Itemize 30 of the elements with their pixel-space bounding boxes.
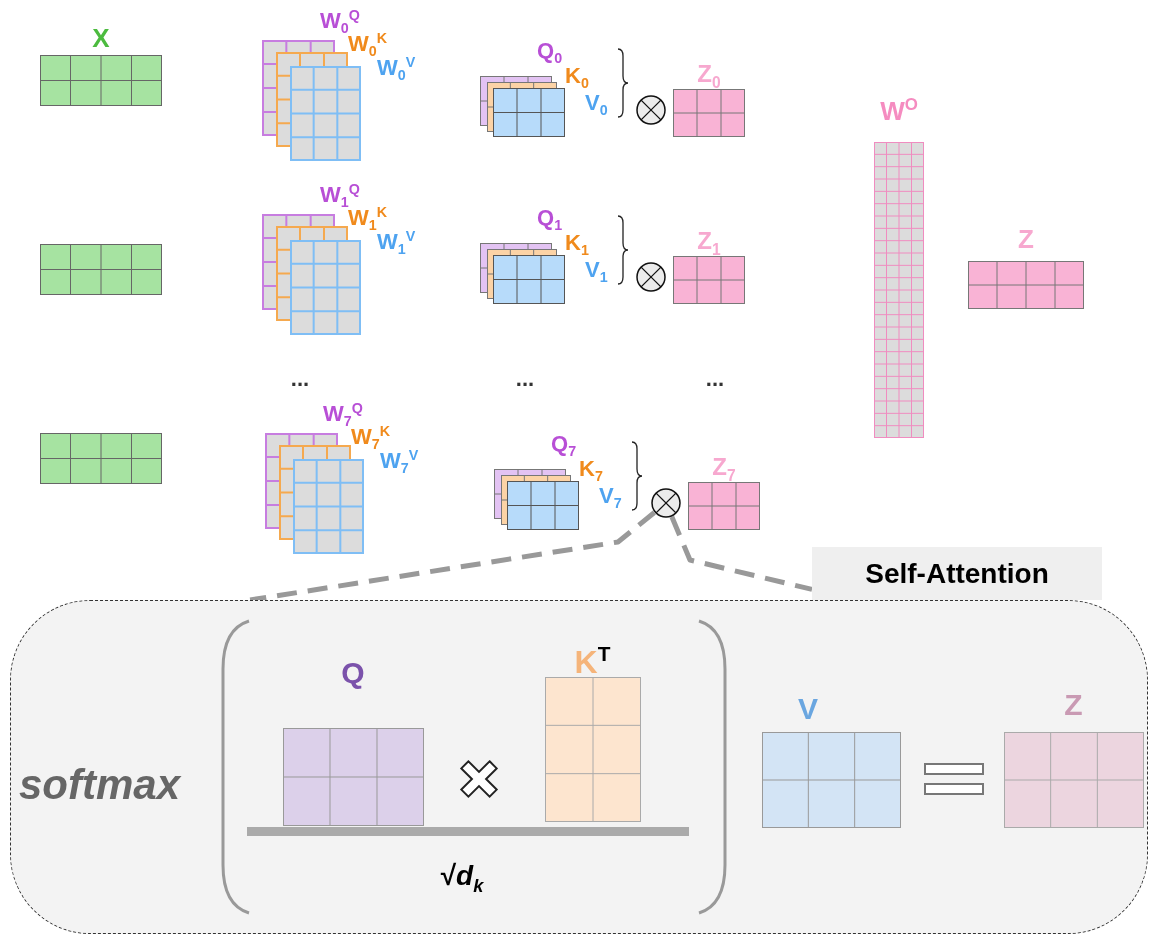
dashed-panel [10, 600, 1148, 934]
matrix-label: K$_{7}$ [579, 458, 603, 480]
matrix-label: K$_{1}$ [565, 232, 589, 254]
matrix-label: V [797, 693, 819, 724]
matrix-label: Q$_{0}$ [537, 40, 563, 62]
matrix-label: Z$_{0}$ [696, 62, 722, 86]
matrix-label: Q [340, 657, 366, 688]
matrix-label: Z$_{1}$ [696, 229, 722, 253]
matrix-label: W$^{O}$ [879, 98, 919, 124]
multiply-circle [636, 262, 666, 292]
matrix-label: K$^{T}$ [573, 645, 612, 678]
matrix-label: K$_{0}$ [565, 65, 589, 87]
softmax-label: softmax [19, 764, 181, 806]
ellipsis-label: ... [705, 368, 725, 390]
zoom-line [669, 515, 813, 592]
ellipsis-label: ... [290, 368, 310, 390]
matrix-label: Q$_{1}$ [537, 207, 563, 229]
title-tab: Self-Attention [812, 547, 1102, 600]
matrix-label: V$_{0}$ [585, 92, 608, 114]
matrix-label: X [91, 25, 111, 51]
matrix-label: Q$_{7}$ [551, 433, 577, 455]
matrix-label: Z [1017, 226, 1035, 252]
matrix-label: V$_{1}$ [585, 259, 608, 281]
multiply-circle [651, 488, 681, 518]
formula-label: √d$_{k}$ [440, 862, 484, 890]
ellipsis-label: ... [515, 368, 535, 390]
matrix-label: V$_{7}$ [599, 485, 622, 507]
matrix-label: Z$_{7}$ [711, 455, 737, 479]
multiply-circle [636, 95, 666, 125]
matrix-label: Z [1063, 689, 1084, 720]
